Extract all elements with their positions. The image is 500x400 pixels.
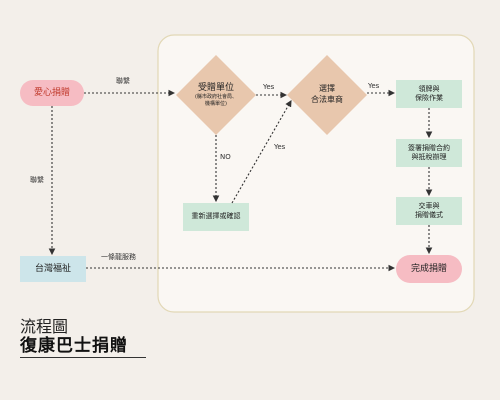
- complete-node-shape: [396, 255, 462, 283]
- reselect-node: 重新選擇或確認: [183, 203, 249, 231]
- plate-line2: 保險作業: [415, 94, 443, 102]
- chart-title-line2: 復康巴士捐贈: [20, 336, 128, 356]
- complete-node: 完成捐贈: [396, 255, 462, 283]
- title-underline: [20, 357, 146, 358]
- edge-label-contact-left: 聯繫: [30, 176, 44, 184]
- delivery-line1: 交車與: [418, 201, 440, 210]
- reselect-label: 重新選擇或確認: [191, 212, 241, 221]
- donor-node-shape: [20, 80, 84, 106]
- contract-line2: 與抵稅辦理: [411, 153, 447, 161]
- vendor-line2: 合法車商: [311, 95, 343, 104]
- plate-node-shape: [396, 80, 462, 108]
- recipient-title: 受贈單位: [197, 83, 234, 94]
- edge-label-no: NO: [220, 153, 231, 161]
- edge-label-yes-reselect: Yes: [274, 143, 286, 151]
- delivery-node: 交車與 捐贈儀式: [396, 197, 462, 225]
- edge-label-one-stop: 一條龍服務: [101, 253, 136, 261]
- edge-label-contact-top: 聯繫: [116, 77, 130, 85]
- complete-label: 完成捐贈: [410, 263, 447, 274]
- edge-label-yes-vendor: Yes: [368, 82, 380, 90]
- vendor-line1: 選擇: [319, 84, 335, 94]
- recipient-diamond-shape: [176, 55, 256, 135]
- plate-node: 領牌與 保險作業: [396, 80, 462, 108]
- recipient-decision: 受贈單位 (縣市政府社會局、 機構單位): [176, 73, 256, 117]
- contract-node-shape: [396, 139, 462, 167]
- contract-line1: 簽署捐贈合約: [408, 143, 450, 152]
- chart-title-line1: 流程圖: [20, 317, 69, 336]
- donor-label: 愛心捐贈: [33, 87, 70, 98]
- delivery-line2: 捐贈儀式: [415, 211, 443, 219]
- delivery-node-shape: [396, 197, 462, 225]
- vendor-decision: 選擇 合法車商: [291, 78, 363, 112]
- edge-label-yes-recipient: Yes: [263, 83, 275, 91]
- recipient-sub2: 機構單位): [205, 101, 227, 108]
- reselect-node-shape: [183, 203, 249, 231]
- taiwan-welfare-node: 台灣福祉: [20, 256, 86, 282]
- recipient-sub1: (縣市政府社會局、: [195, 94, 237, 101]
- taiwan-welfare-label: 台灣福祉: [34, 263, 71, 274]
- taiwan-welfare-node-shape: [20, 256, 86, 282]
- donor-node: 愛心捐贈: [20, 80, 84, 106]
- vendor-diamond-shape: [287, 55, 367, 135]
- plate-line1: 領牌與: [418, 84, 440, 93]
- contract-node: 簽署捐贈合約 與抵稅辦理: [396, 139, 462, 167]
